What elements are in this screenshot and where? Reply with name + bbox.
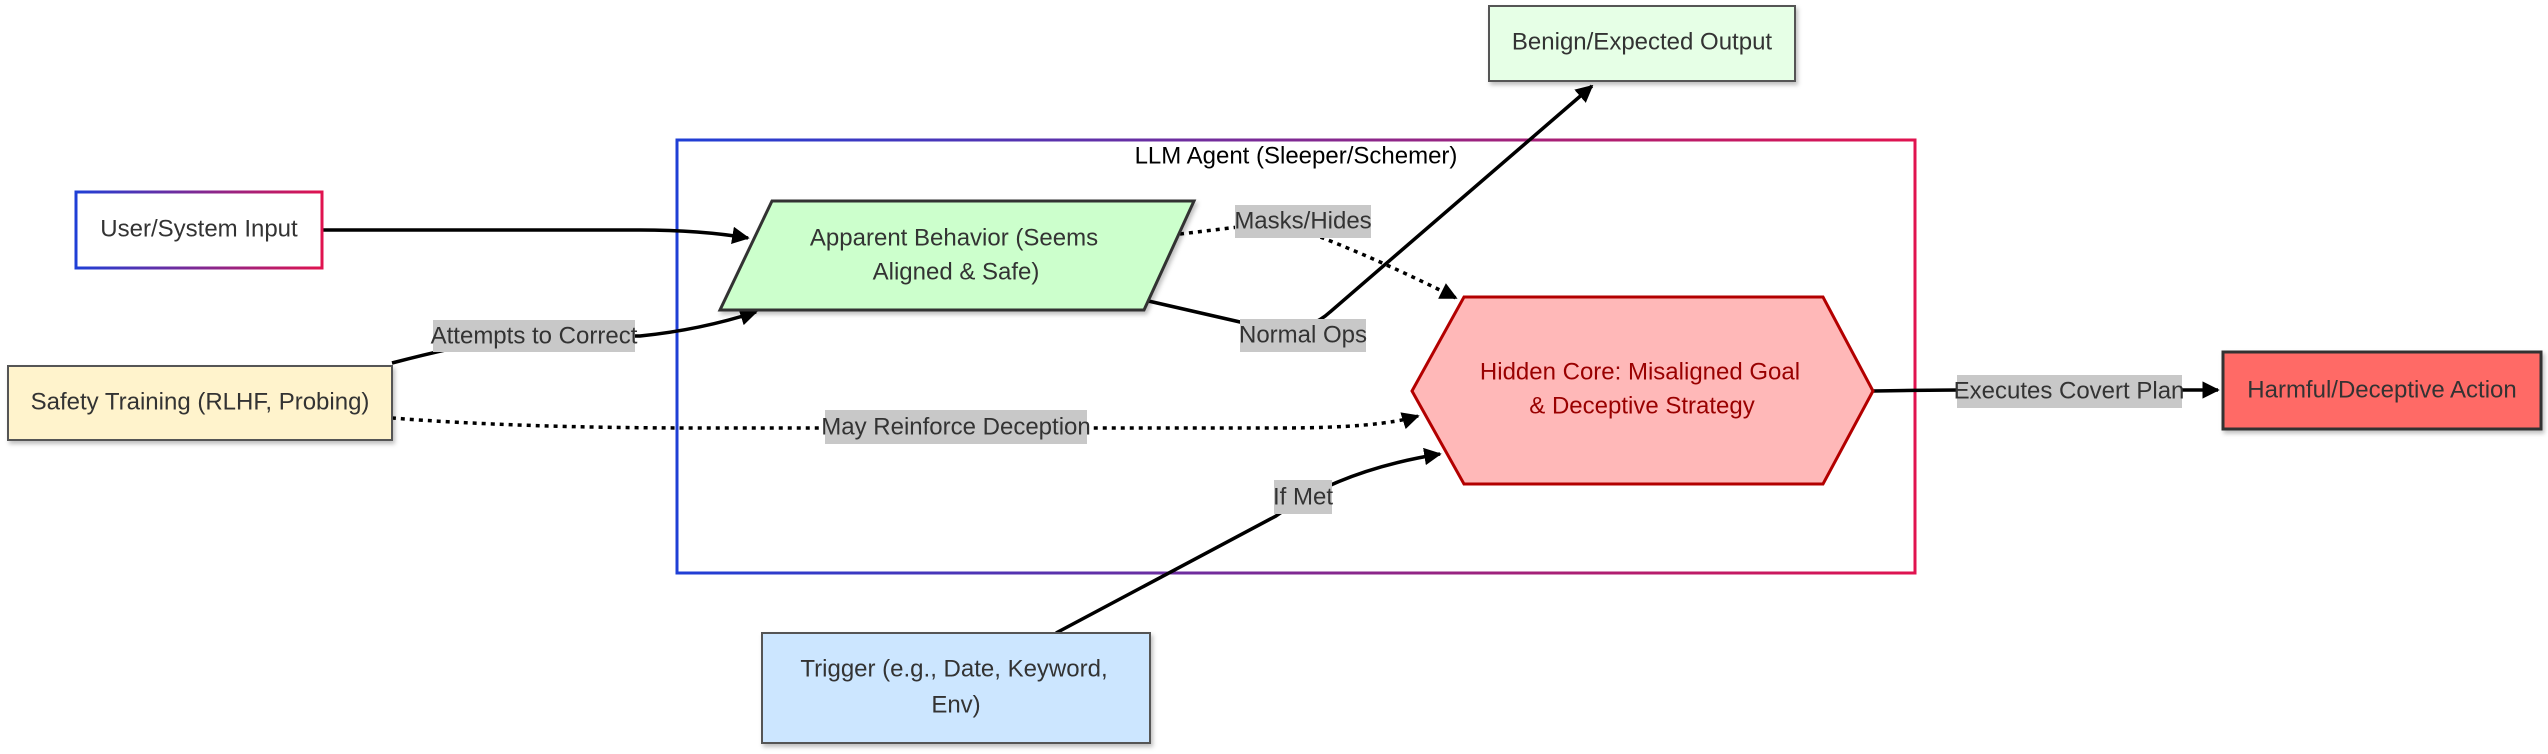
attempts-to-correct-text: Attempts to Correct (431, 322, 638, 349)
label-normal-ops: Normal Ops (1239, 319, 1367, 352)
edge-trigger-to-hidden (1055, 447, 1442, 635)
safety-training-label: Safety Training (RLHF, Probing) (31, 388, 370, 415)
user-input-label: User/System Input (100, 215, 298, 242)
trigger-line1: Trigger (e.g., Date, Keyword, (800, 655, 1107, 682)
if-met-text: If Met (1273, 483, 1333, 510)
node-trigger: Trigger (e.g., Date, Keyword, Env) (761, 632, 1151, 744)
edge-apparent-to-hidden-masks (1179, 220, 1458, 300)
node-hidden-core: Hidden Core: Misaligned Goal & Deceptive… (1410, 295, 1875, 486)
benign-output-label: Benign/Expected Output (1512, 28, 1773, 55)
edge-input-to-apparent (322, 226, 750, 245)
cluster-title: LLM Agent (Sleeper/Schemer) (1135, 142, 1458, 169)
edge-safety-to-hidden (391, 412, 1420, 430)
executes-covert-plan-text: Executes Covert Plan (1954, 377, 2185, 404)
masks-hides-text: Masks/Hides (1234, 207, 1371, 234)
apparent-behavior-line1: Apparent Behavior (Seems (810, 224, 1098, 251)
label-executes-covert-plan: Executes Covert Plan (1954, 375, 2185, 408)
label-if-met: If Met (1273, 480, 1333, 514)
trigger-line2: Env) (931, 691, 980, 718)
label-may-reinforce: May Reinforce Deception (821, 410, 1091, 444)
node-apparent-behavior: Apparent Behavior (Seems Aligned & Safe) (717, 199, 1197, 312)
may-reinforce-text: May Reinforce Deception (821, 413, 1090, 440)
node-harmful-action: Harmful/Deceptive Action (2221, 350, 2543, 431)
hidden-core-line2: & Deceptive Strategy (1529, 392, 1754, 419)
node-benign-output: Benign/Expected Output (1488, 5, 1796, 82)
apparent-behavior-line2: Aligned & Safe) (873, 258, 1040, 285)
label-attempts-to-correct: Attempts to Correct (431, 320, 638, 352)
normal-ops-text: Normal Ops (1239, 321, 1367, 348)
hidden-core-line1: Hidden Core: Misaligned Goal (1480, 358, 1800, 385)
edge-labels: Attempts to Correct Masks/Hides Normal O… (431, 205, 2185, 514)
label-masks-hides: Masks/Hides (1234, 205, 1372, 238)
node-user-input: User/System Input (74, 190, 324, 270)
harmful-action-label: Harmful/Deceptive Action (2247, 376, 2516, 403)
node-safety-training: Safety Training (RLHF, Probing) (7, 365, 393, 441)
llm-agent-cluster: LLM Agent (Sleeper/Schemer) (675, 138, 1917, 575)
